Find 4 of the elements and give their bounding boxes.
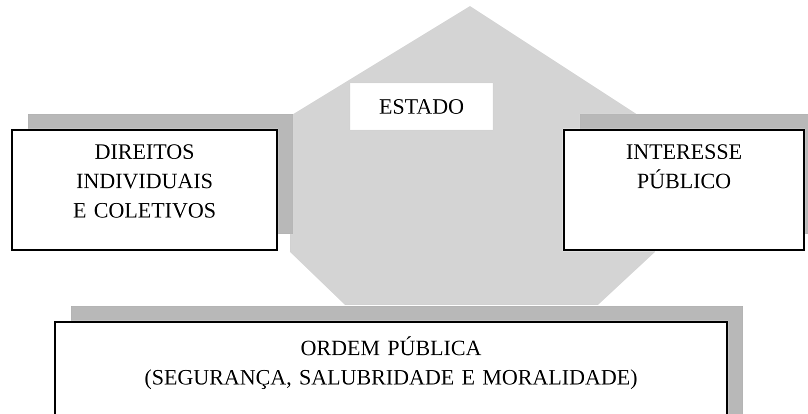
shadowed-box: INTERESSE PÚBLICO xyxy=(563,114,808,251)
text-label: ESTADO xyxy=(350,83,493,130)
shadowed-box: DIREITOS INDIVIDUAIS E COLETIVOS xyxy=(11,114,293,251)
shadowed-box: ORDEM PÚBLICA (SEGURANÇA, SALUBRIDADE E MORALIDADE) xyxy=(54,306,743,414)
